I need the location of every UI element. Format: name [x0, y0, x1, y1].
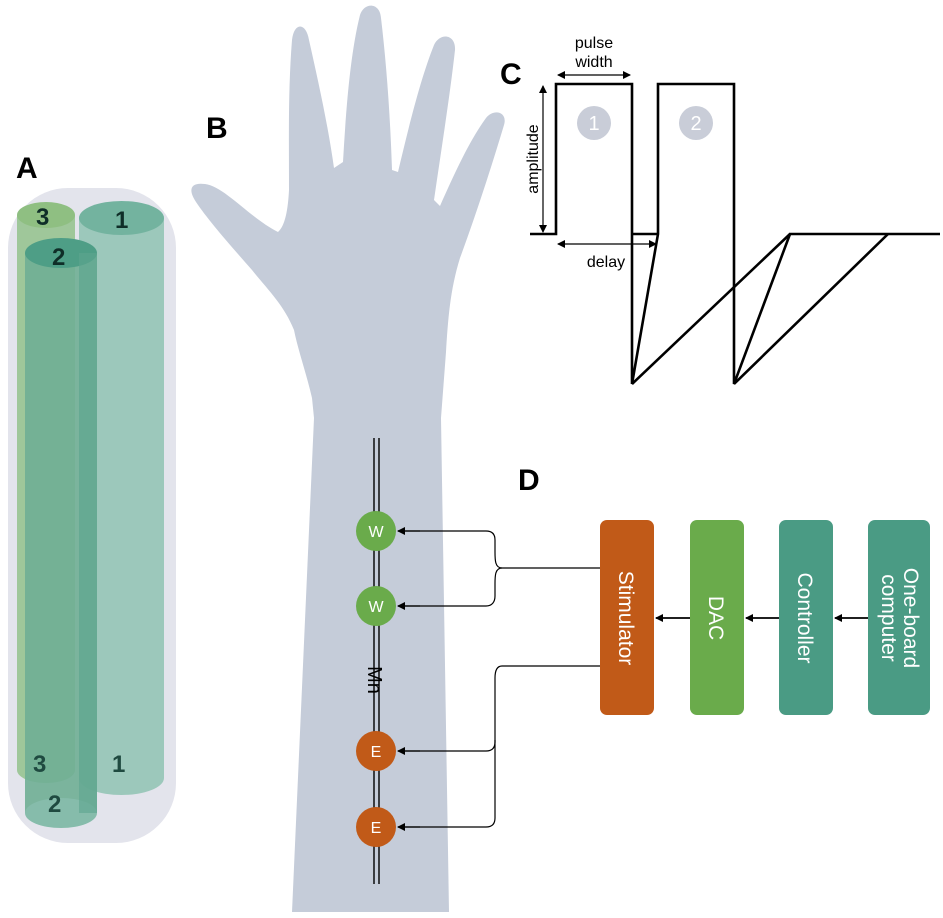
electrode-w-2: W [356, 586, 396, 626]
recovery-ramp-2 [733, 233, 889, 385]
panel-d-label: D [518, 464, 540, 497]
pulse-1-number: 1 [588, 113, 599, 135]
wire-stimulator-to-e [398, 665, 600, 752]
pulse-width-label-line1: pulse [575, 35, 613, 52]
electrode-e-2: E [356, 807, 396, 847]
block-one-board-computer: One-board computer [868, 520, 930, 715]
wire-e-branch-2 [398, 740, 496, 828]
block-dac: DAC [690, 520, 744, 715]
block-computer-label-line2: computer [877, 574, 900, 662]
delay-label: delay [587, 254, 625, 271]
panel-b-label: B [206, 112, 228, 145]
panel-c-label: C [500, 58, 522, 91]
block-controller: Controller [779, 520, 833, 715]
cyl-3-bottom-label: 3 [33, 751, 46, 778]
panel-a: A 3 1 2 3 1 2 [8, 152, 176, 843]
block-stimulator: Stimulator [600, 520, 654, 715]
electrode-e-2-letter: E [371, 820, 382, 837]
panel-a-label: A [16, 152, 38, 185]
nerve-label-mn: Mn [363, 666, 385, 694]
panel-c: C 1 2 pulse width amplitude delay [500, 35, 940, 385]
cyl-2-bottom-label: 2 [48, 791, 61, 818]
amplitude-label: amplitude [525, 124, 542, 193]
block-controller-label: Controller [793, 572, 816, 663]
electrode-w-1-letter: W [368, 524, 384, 541]
wire-stimulator-to-w [398, 530, 600, 569]
block-dac-label: DAC [704, 596, 727, 640]
pulse-1-marker: 1 [577, 106, 611, 140]
electrode-e-1-letter: E [371, 744, 382, 761]
pulse-width-label-line2: width [574, 54, 612, 71]
overlap-shade [79, 253, 97, 813]
cyl-1-top-label: 1 [115, 207, 128, 234]
wire-w-branch-2 [398, 567, 503, 607]
cyl-2-top-label: 2 [52, 244, 65, 271]
cyl-1-bottom-label: 1 [112, 751, 125, 778]
electrode-w-1: W [356, 511, 396, 551]
electrode-e-1: E [356, 731, 396, 771]
pulse-2-number: 2 [690, 113, 701, 135]
panel-b: B Mn W W E E [191, 5, 505, 913]
recovery-ramp-1 [631, 233, 791, 385]
pulse-2-marker: 2 [679, 106, 713, 140]
block-stimulator-label: Stimulator [614, 571, 637, 666]
electrode-w-2-letter: W [368, 599, 384, 616]
cyl-3-top-label: 3 [36, 204, 49, 231]
panel-d: D Stimulator DAC Controller One-board co… [397, 464, 930, 831]
block-computer-label-line1: One-board [899, 568, 922, 668]
arm-silhouette [191, 5, 505, 913]
